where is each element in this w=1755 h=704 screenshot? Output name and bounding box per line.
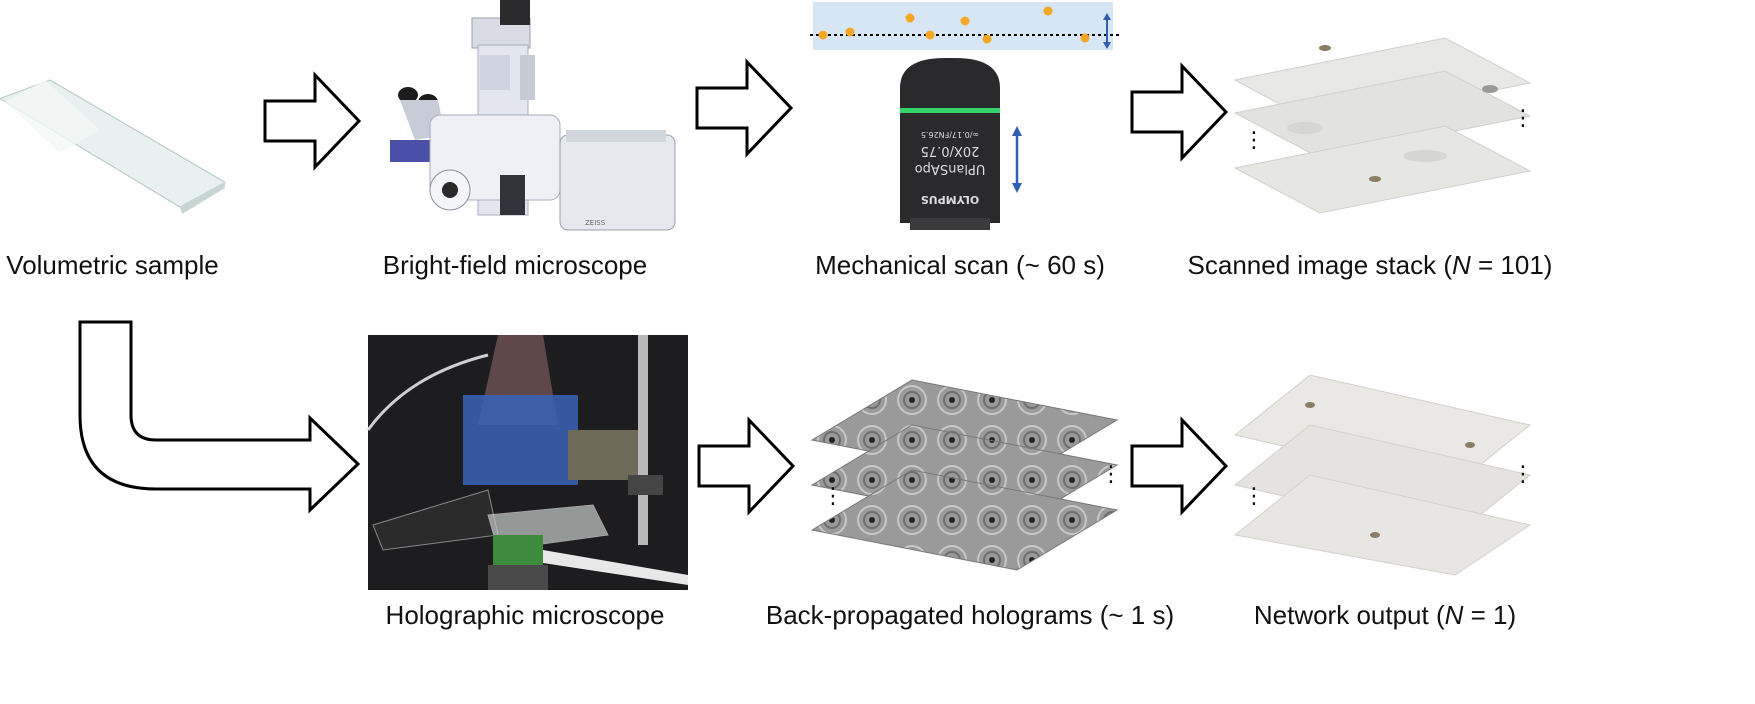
objective-mag-text: 20X/0.75 <box>921 143 980 158</box>
bent-arrow-icon <box>78 320 361 514</box>
objective-model-text: UPlanSApo <box>915 161 986 176</box>
right-arrow-icon <box>695 58 794 158</box>
ellipsis-icon: ⋮ <box>1512 105 1534 130</box>
back-propagated-holograms-stack <box>810 379 1119 571</box>
volumetric-sample-label: Volumetric sample <box>6 250 219 280</box>
ellipsis-icon: ⋮ <box>822 483 844 508</box>
scanned-image-stack <box>1233 37 1532 214</box>
ellipsis-icon: ⋮ <box>1243 127 1265 152</box>
objective-spec-text: ∞/0.17/FN26.5 <box>921 130 979 139</box>
right-arrow-icon <box>697 416 796 516</box>
network-output-stack <box>1233 374 1532 576</box>
scan-band-diagram <box>810 2 1122 50</box>
ellipsis-icon: ⋮ <box>1512 461 1534 486</box>
bright-field-microscope-image: ZEISS <box>390 0 676 231</box>
back-propagated-holograms-label: Back-propagated holograms (~ 1 s) <box>765 600 1175 630</box>
mechanical-scan-label: Mechanical scan (~ 60 s) <box>815 250 1105 280</box>
svg-text:ZEISS: ZEISS <box>585 219 606 227</box>
holographic-microscope-image <box>366 335 688 590</box>
right-arrow-icon <box>1130 62 1229 162</box>
scanned-image-stack-label: Scanned image stack (N = 101) <box>1187 250 1553 280</box>
network-output-label: Network output (N = 1) <box>1253 600 1517 630</box>
glass-slide-image <box>0 79 227 214</box>
bright-field-microscope-label: Bright-field microscope <box>382 250 648 280</box>
objective-brand-text: OLYMPUS <box>921 193 980 206</box>
ellipsis-icon: ⋮ <box>1243 483 1265 508</box>
objective-lens-image: OLYMPUS UPlanSApo 20X/0.75 ∞/0.17/FN26.5 <box>900 58 1022 230</box>
right-arrow-icon <box>263 71 362 171</box>
holographic-microscope-label: Holographic microscope <box>385 600 665 630</box>
ellipsis-icon: ⋮ <box>1100 461 1122 486</box>
right-arrow-icon <box>1130 416 1229 516</box>
